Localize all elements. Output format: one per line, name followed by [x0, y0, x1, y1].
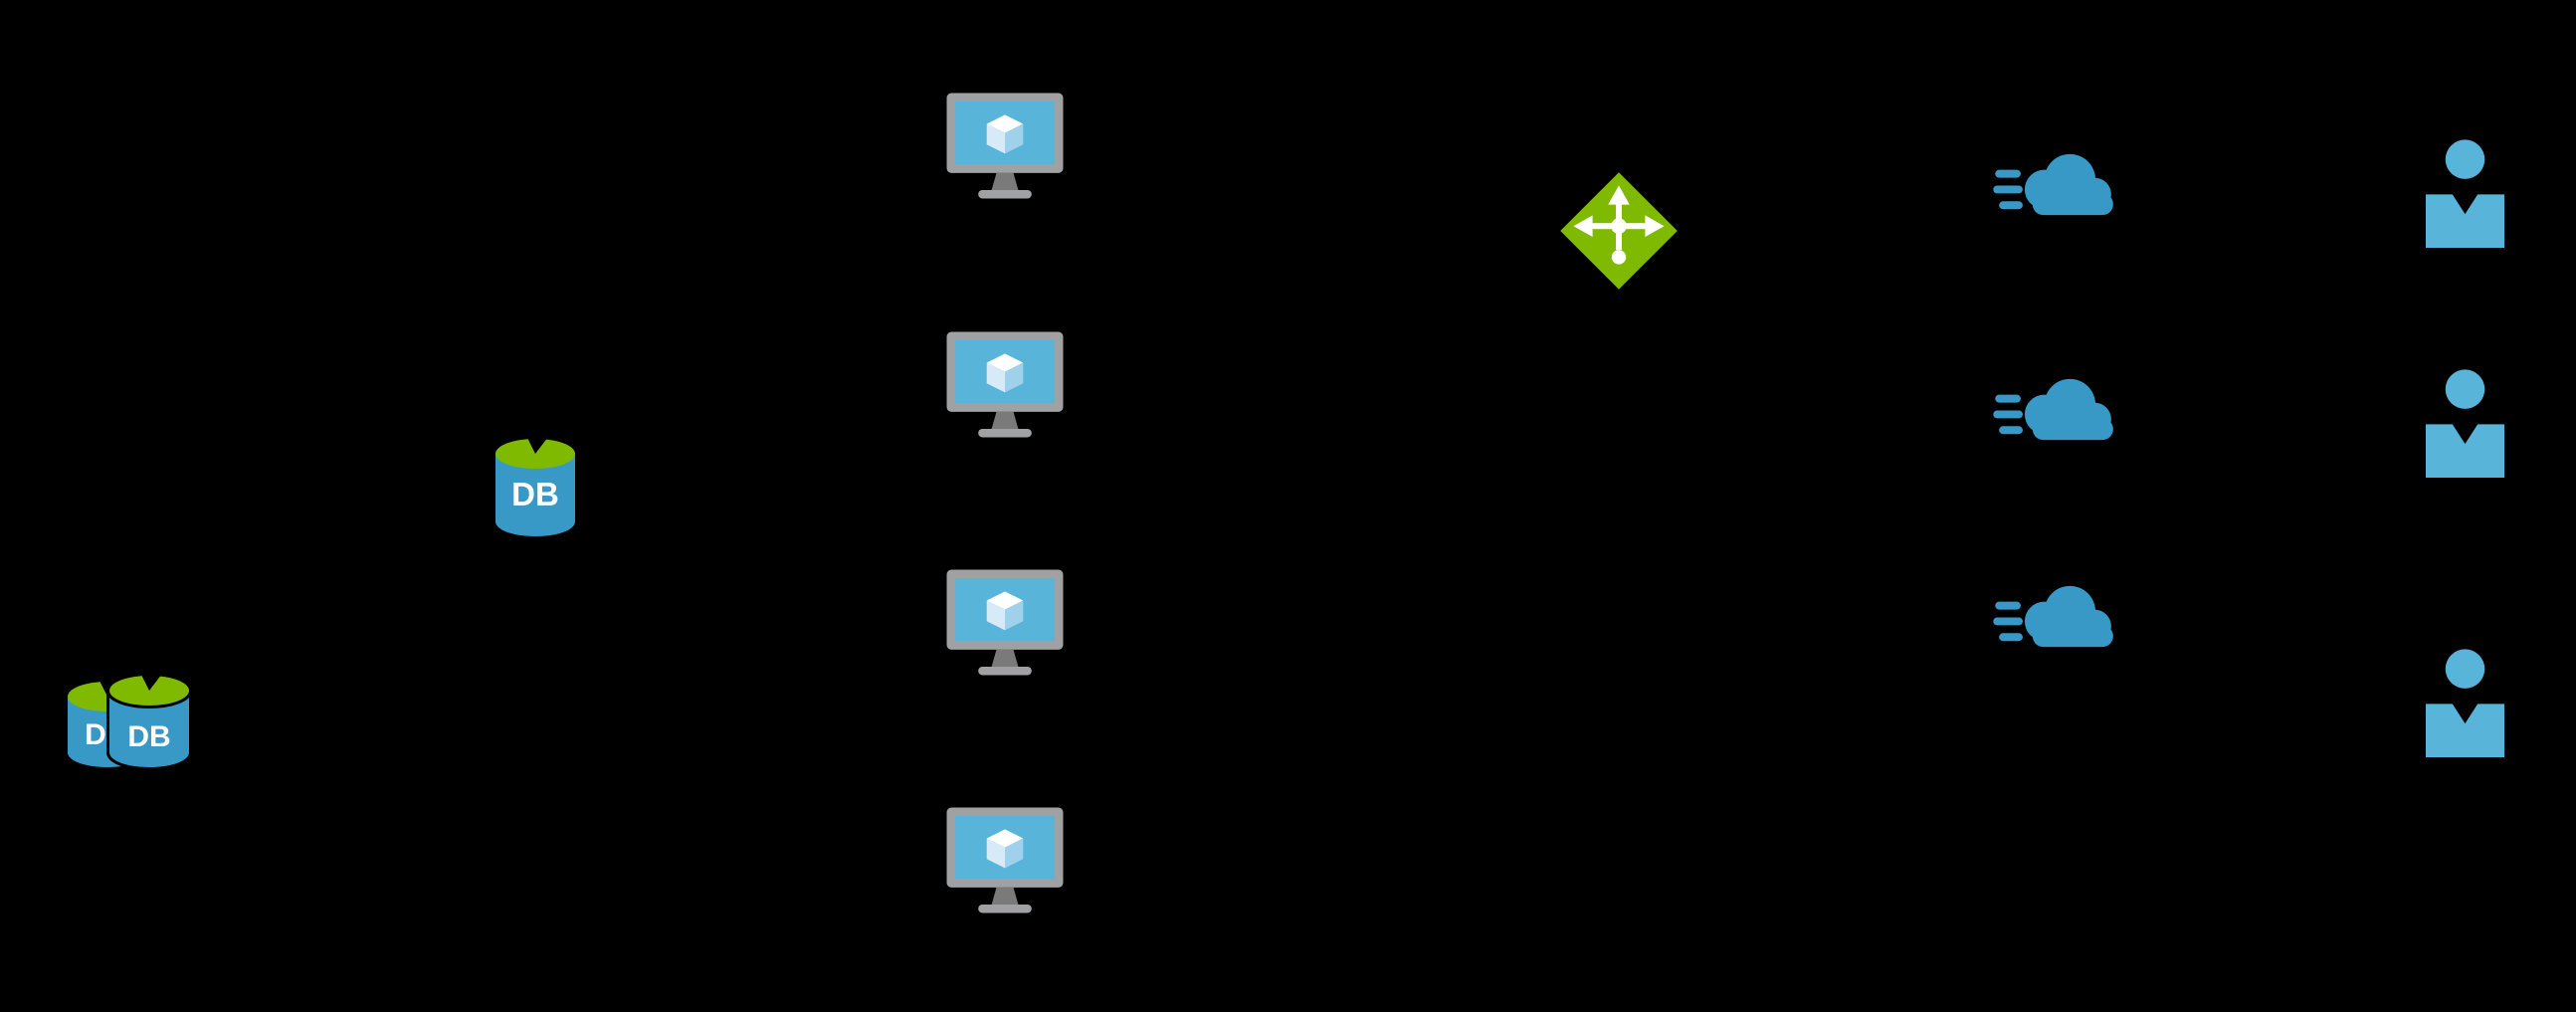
user-icon: [2423, 138, 2507, 248]
virtual-machine-icon: [944, 91, 1066, 207]
cylinder-body: [495, 454, 575, 536]
front-db-label: DB: [127, 720, 170, 753]
cdn-cloud-icon: [1993, 140, 2123, 227]
cdn-cloud-icon: [1993, 365, 2123, 452]
sql-database-stack-icon: D DB: [68, 673, 192, 771]
lb-bottom-node: [1611, 250, 1627, 265]
front-cylinder-body: [106, 688, 192, 771]
lb-arrow-right: [1645, 215, 1665, 237]
db-label: DB: [511, 476, 559, 512]
virtual-machine-icon: [944, 567, 1066, 684]
cylinder-notch: [526, 436, 548, 454]
user-icon: [2423, 368, 2507, 478]
front-cylinder-notch: [140, 673, 162, 691]
user-glyph: [2426, 369, 2504, 478]
vm-glyph: [947, 807, 1064, 912]
sql-database-icon: DB: [495, 436, 575, 536]
virtual-machine-icon: [944, 329, 1066, 446]
user-glyph: [2426, 139, 2504, 248]
lb-arrow-left: [1573, 215, 1593, 237]
vm-glyph: [947, 331, 1064, 437]
load-balancer-icon: [1560, 172, 1678, 290]
vm-glyph: [947, 569, 1064, 675]
lb-center-node: [1611, 218, 1627, 234]
user-glyph: [2426, 649, 2504, 757]
back-db-label: D: [85, 718, 106, 751]
cdn-cloud-icon: [1993, 572, 2123, 659]
load-balancer-arrows: [1573, 185, 1665, 265]
cloud-glyph: [1993, 586, 2113, 647]
virtual-machine-icon: [944, 805, 1066, 921]
vm-glyph: [947, 93, 1064, 198]
cloud-glyph: [1993, 154, 2113, 215]
cloud-glyph: [1993, 379, 2113, 440]
user-icon: [2423, 648, 2507, 757]
lb-arrow-up: [1608, 185, 1630, 205]
